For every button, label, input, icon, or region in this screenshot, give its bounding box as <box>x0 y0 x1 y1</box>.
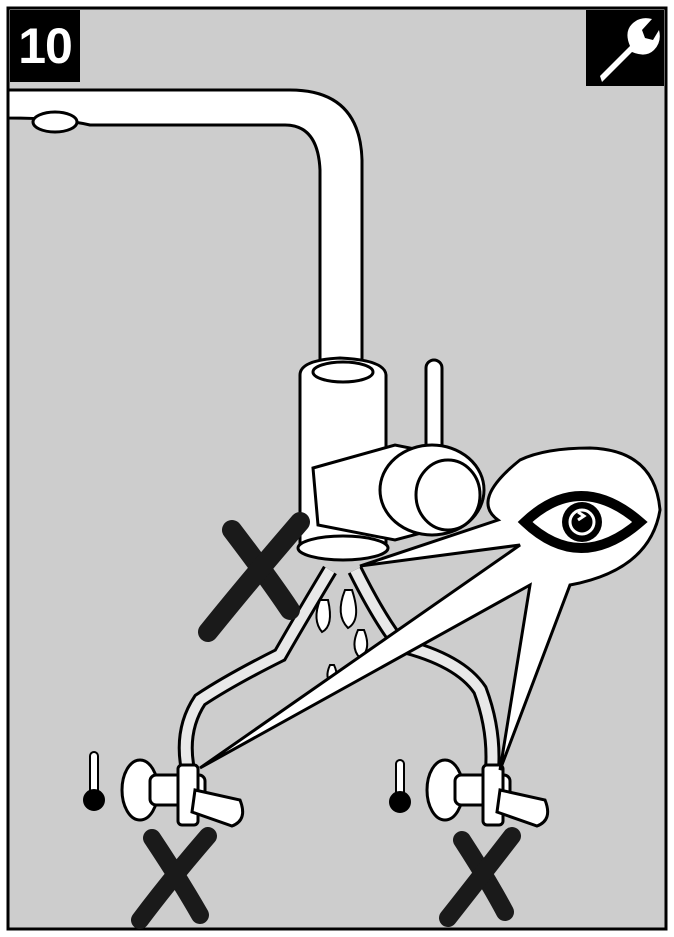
faucet-lever <box>378 358 486 537</box>
thermometer-cold-icon <box>83 751 105 811</box>
faucet-spout <box>6 88 364 382</box>
wrench-icon <box>586 10 664 86</box>
left-angle-valve <box>120 758 245 828</box>
right-angle-valve <box>425 758 550 828</box>
supply-hoses <box>177 565 501 772</box>
faucet-base <box>296 534 390 562</box>
cross-mark-icon <box>439 827 521 927</box>
eye-icon <box>517 491 648 553</box>
cross-mark-icon <box>131 827 217 929</box>
cross-mark-icon <box>198 512 310 642</box>
thermometer-hot-icon <box>389 759 411 813</box>
spout-aerator <box>31 110 79 134</box>
step-number-badge: 10 <box>10 10 80 82</box>
